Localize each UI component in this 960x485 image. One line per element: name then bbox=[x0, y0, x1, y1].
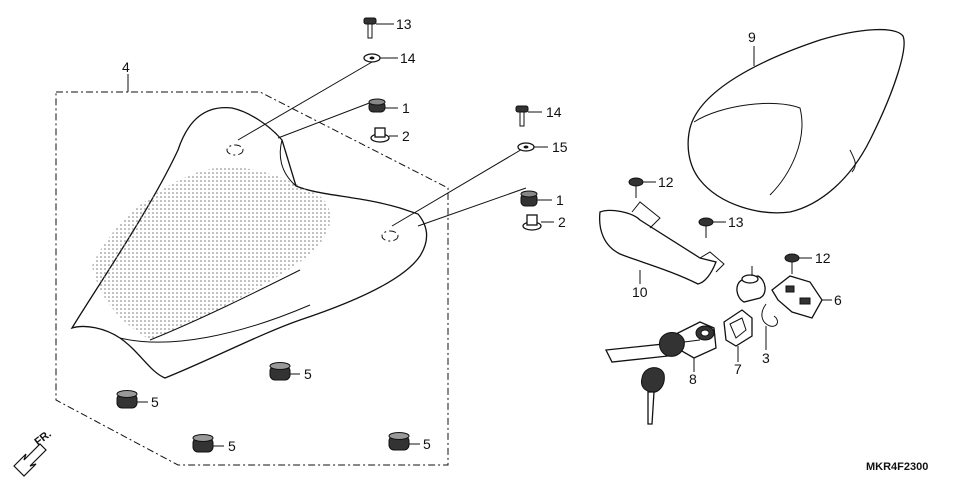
callout-10: 10 bbox=[632, 284, 648, 300]
rubber-foot-5-a bbox=[269, 362, 291, 381]
callout-11: 12 bbox=[815, 250, 831, 266]
callout-5: 5 bbox=[304, 366, 312, 382]
cowl-bracket bbox=[598, 201, 725, 285]
callout-12: 13 bbox=[728, 214, 744, 230]
screw-12-upper bbox=[628, 177, 644, 198]
callout-2: 2 bbox=[402, 128, 410, 144]
key-upper bbox=[659, 332, 701, 357]
callout-6: 6 bbox=[834, 292, 842, 308]
callout-9: 9 bbox=[748, 29, 756, 45]
callout-4: 4 bbox=[122, 59, 130, 75]
rubber-1-right bbox=[520, 190, 538, 207]
callout-1: 1 bbox=[402, 100, 410, 116]
callout-14: 15 bbox=[552, 139, 568, 155]
screw-12-lower bbox=[698, 217, 714, 238]
collar-2-left bbox=[370, 127, 390, 143]
key-tag bbox=[604, 343, 669, 363]
callout-12: 12 bbox=[658, 174, 674, 190]
callouts: 13 14 1 2 14 15 1 2 4 5 5 5 5 9 12 13 12… bbox=[122, 16, 842, 454]
washer-14-right bbox=[517, 142, 535, 152]
callout-8: 8 bbox=[689, 371, 697, 387]
key-cylinder-8 bbox=[675, 321, 717, 359]
rider-seat bbox=[70, 106, 428, 379]
collar-2-right bbox=[522, 214, 542, 231]
bolt-13-left bbox=[363, 17, 377, 39]
front-direction-marker: FR. bbox=[13, 428, 54, 477]
bolt-13-right bbox=[515, 105, 529, 127]
drawing-code: MKR4F2300 bbox=[866, 461, 928, 473]
washer-14-left bbox=[363, 53, 381, 63]
callout-5: 5 bbox=[151, 394, 159, 410]
seat-assembly-outline bbox=[55, 91, 449, 466]
rubber-1-left bbox=[368, 98, 386, 113]
callout-1: 1 bbox=[556, 192, 564, 208]
rubber-foot-5-d bbox=[388, 432, 410, 451]
callout-13: 13 bbox=[396, 16, 412, 32]
plate-7 bbox=[723, 309, 753, 347]
seat-latch-6 bbox=[771, 275, 823, 319]
rubber-foot-5-c bbox=[192, 434, 214, 453]
callout-3: 3 bbox=[762, 350, 770, 366]
callout-2: 2 bbox=[558, 214, 566, 230]
cylinder-15 bbox=[736, 274, 766, 303]
callout-5: 5 bbox=[423, 436, 431, 452]
rubber-foot-5-b bbox=[116, 390, 138, 409]
callout-13: 14 bbox=[546, 104, 562, 120]
screw-11 bbox=[784, 253, 800, 274]
projection-lines bbox=[237, 61, 527, 227]
pillion-seat-cowl bbox=[687, 28, 905, 214]
key-lower bbox=[641, 367, 665, 425]
spring-clip-3 bbox=[761, 303, 778, 327]
callout-14: 14 bbox=[400, 50, 416, 66]
leader-lines bbox=[127, 23, 832, 447]
callout-7: 7 bbox=[734, 361, 742, 377]
callout-5: 5 bbox=[228, 438, 236, 454]
front-direction-label: FR. bbox=[32, 428, 53, 448]
